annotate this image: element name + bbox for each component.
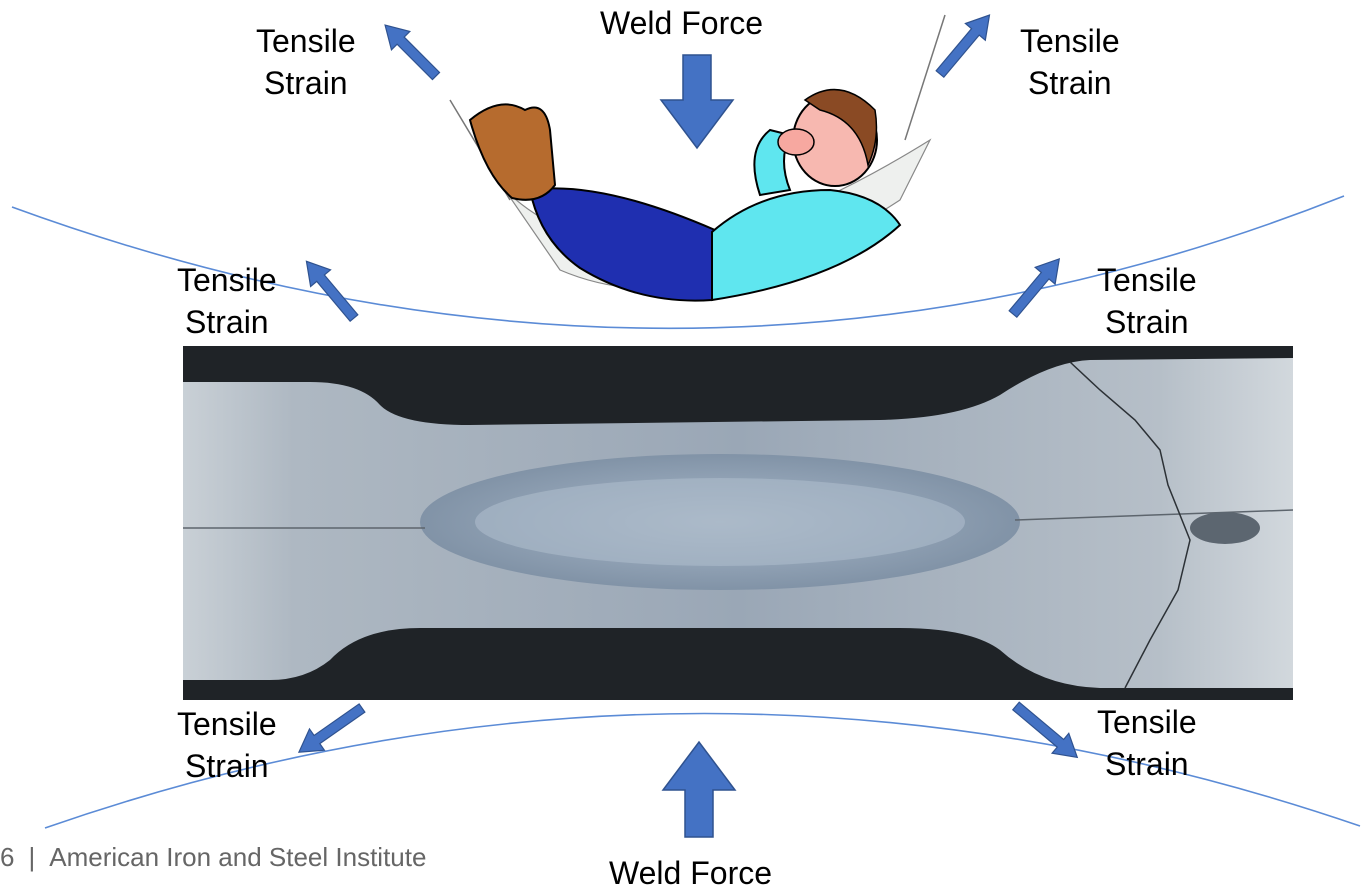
tensile-arrow-mid-right [1003, 250, 1069, 322]
tensile-arrow-top-left [376, 16, 445, 85]
weld-force-arrow-down [661, 55, 733, 148]
slide-footer: 6 | American Iron and Steel Institute [0, 842, 426, 873]
tensile-arrow-top-right [930, 7, 999, 83]
page-number: 6 [0, 842, 14, 872]
man-shoes [470, 104, 555, 199]
man-nose [778, 129, 814, 155]
tensile-arrow-bottom-right [1008, 696, 1086, 767]
tensile-arrow-mid-left [296, 253, 363, 326]
weld-force-arrow-up [663, 742, 735, 837]
weld-force-label-bottom: Weld Force [609, 852, 772, 894]
man-pants [530, 188, 715, 300]
hammock-rope-right [905, 15, 945, 140]
tensile-arrow-bottom-left [291, 697, 369, 762]
footer-organization: American Iron and Steel Institute [49, 842, 426, 872]
man-shirt [712, 190, 900, 300]
footer-separator: | [28, 842, 35, 872]
weld-micrograph [183, 346, 1293, 700]
weld-force-label-top: Weld Force [600, 2, 763, 44]
